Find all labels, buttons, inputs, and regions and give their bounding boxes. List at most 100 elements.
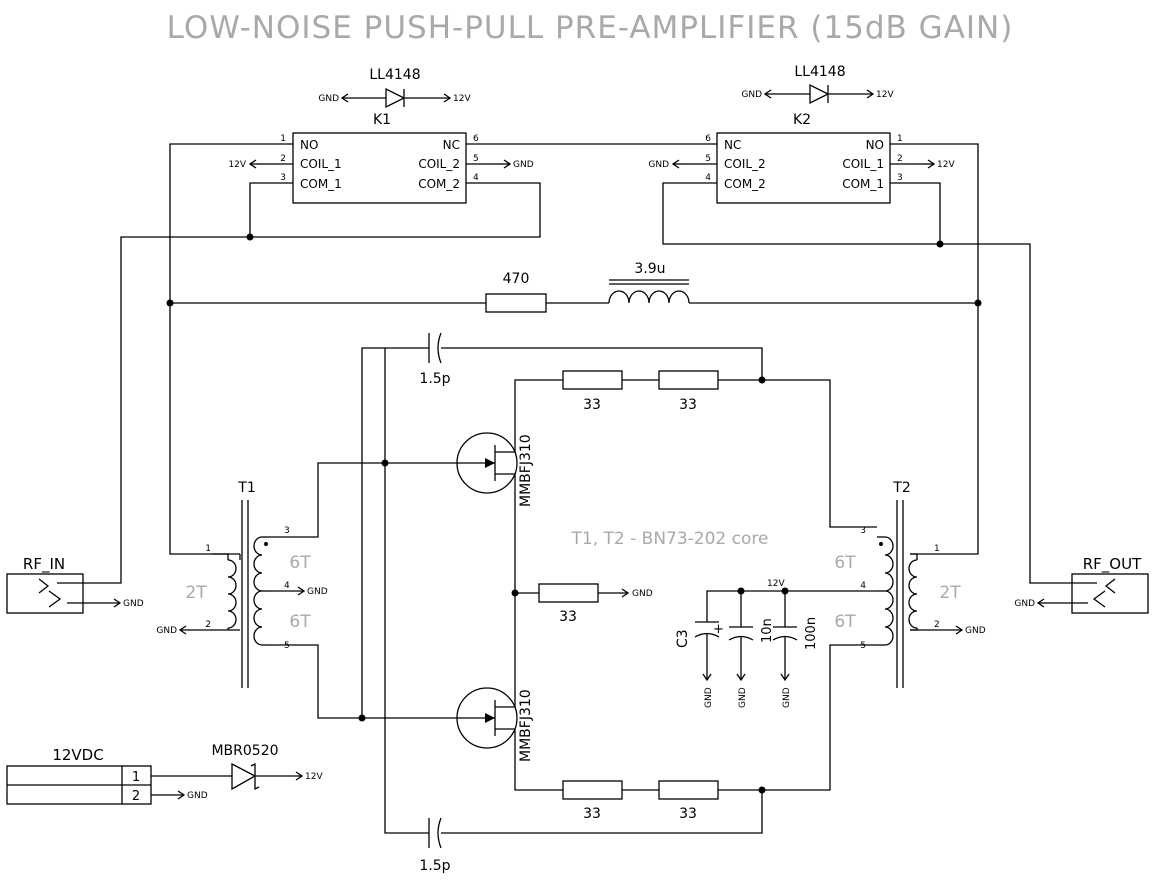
k1-pin-number: 1 <box>280 134 286 144</box>
c100n-value: 100n <box>804 617 819 650</box>
t2-pin-number: 2 <box>934 620 940 630</box>
k2-pin-number: 5 <box>705 154 711 164</box>
k2-pin-name: NO <box>866 138 884 152</box>
t2-sec-bottom-turns: 6T <box>834 612 856 632</box>
t2-pin-number: 4 <box>860 581 866 591</box>
t2-primary-turns: 2T <box>939 583 961 603</box>
c100n-gnd-label: GND <box>782 687 792 708</box>
t1-pin-number: 5 <box>284 641 290 651</box>
k1-pin-name: COIL_1 <box>300 157 342 171</box>
resistor-value: 33 <box>583 806 601 822</box>
k1-pin-name: COM_2 <box>418 177 460 191</box>
cap-top-value: 1.5p <box>419 371 450 387</box>
t1-primary-turns: 2T <box>185 583 207 603</box>
q1-part: MMBFJ310 <box>518 434 534 507</box>
relay-wiring <box>78 143 1077 584</box>
rf-out-connector: RF_OUT GND <box>1014 555 1149 614</box>
core-note: T1, T2 - BN73-202 core <box>571 529 769 549</box>
k1-pin-name: NO <box>300 138 318 152</box>
relay-k2: K2 LL4148 NC COIL_2 COM_2 NO COIL_1 COM_… <box>648 64 955 204</box>
rf-in-label: RF_IN <box>23 555 65 574</box>
capacitor-bottom: 1.5p <box>419 817 451 874</box>
resistor-top-a: 33 <box>562 370 623 413</box>
t2-ref: T2 <box>892 480 910 496</box>
resistor-top-b: 33 <box>658 370 719 413</box>
diode-mbr0520: MBR0520 12V <box>211 743 323 791</box>
rf-in-connector: RF_IN GND <box>6 555 144 614</box>
c3-gnd-label: GND <box>704 687 714 708</box>
t1-pin-number: 1 <box>205 544 211 554</box>
jfet-q2: MMBFJ310 <box>456 687 534 762</box>
power-connector-label: 12VDC <box>52 746 103 764</box>
rf-out-label: RF_OUT <box>1083 555 1142 574</box>
k2-diode-label: LL4148 <box>794 64 845 80</box>
resistor-value: 33 <box>583 397 601 413</box>
t2-pin-number: 1 <box>934 544 940 554</box>
capacitor-top: 1.5p <box>419 332 451 387</box>
k1-diode-12v-label: 12V <box>453 94 471 104</box>
k1-coil-12v-label: 12V <box>228 160 246 170</box>
k1-pin-name: COIL_2 <box>418 157 460 171</box>
k2-diode-gnd-label: GND <box>741 90 762 100</box>
power-pin-number: 1 <box>132 770 140 785</box>
k1-pin-name: NC <box>443 138 460 152</box>
diode-k2: GND 12V <box>741 83 894 105</box>
power-pin-number: 2 <box>132 789 140 804</box>
c10n-gnd-label: GND <box>738 687 748 708</box>
k2-pin-number: 1 <box>897 134 903 144</box>
k2-pin-name: NC <box>724 138 741 152</box>
t2-pin-number: 3 <box>860 526 866 536</box>
t2-primary-gnd-label: GND <box>965 626 986 636</box>
rf-out-gnd-label: GND <box>1014 599 1035 609</box>
t1-ref: T1 <box>237 480 255 496</box>
t1-sec-top-turns: 6T <box>289 553 311 573</box>
cap-bottom-value: 1.5p <box>419 858 450 874</box>
k1-diode-label: LL4148 <box>369 67 420 83</box>
k1-pin-number: 6 <box>473 134 479 144</box>
k1-pin-number: 2 <box>280 154 286 164</box>
k1-pin-number: 3 <box>280 173 286 183</box>
k1-pin-name: COM_1 <box>300 177 342 191</box>
diode-k1: GND 12V <box>318 87 471 109</box>
k2-pin-name: COIL_1 <box>842 157 884 171</box>
resistor-value: 33 <box>679 397 697 413</box>
relay-k1: K1 LL4148 NO COIL_1 COM_1 NC COIL_2 COM_… <box>228 67 534 204</box>
t1-sec-bottom-turns: 6T <box>289 612 311 632</box>
k2-diode-12v-label: 12V <box>876 90 894 100</box>
t1-center-gnd-label: GND <box>307 587 328 597</box>
c10n-value: 10n <box>760 618 775 643</box>
junctions <box>166 233 982 794</box>
inductor-value: 3.9u <box>634 261 665 277</box>
transformer-t1: T1 2T 6T 6T 1 2 3 4 5 GND GND <box>156 480 328 688</box>
k2-pin-number: 3 <box>897 173 903 183</box>
c3-ref: C3 <box>675 629 691 648</box>
amp-wiring <box>212 347 940 834</box>
rf-in-gnd-label: GND <box>123 599 144 609</box>
k1-coil-gnd-label: GND <box>513 160 534 170</box>
k2-pin-number: 6 <box>705 134 711 144</box>
k2-pin-number: 4 <box>705 173 711 183</box>
k1-pin-number: 4 <box>473 173 479 183</box>
q2-part: MMBFJ310 <box>518 689 534 762</box>
resistor-mid-gnd-label: GND <box>632 589 653 599</box>
resistor-value: 33 <box>679 806 697 822</box>
k1-ref: K1 <box>373 112 391 128</box>
k2-coil-12v-label: 12V <box>937 160 955 170</box>
mbr0520-12v-label: 12V <box>305 772 323 782</box>
k2-pin-number: 2 <box>897 154 903 164</box>
k2-pin-name: COM_2 <box>724 177 766 191</box>
t2-sec-top-turns: 6T <box>834 553 856 573</box>
t1-primary-gnd-label: GND <box>156 626 177 636</box>
decoupling-12v-label: 12V <box>767 579 785 589</box>
resistor-bottom-a: 33 <box>562 780 623 822</box>
resistor-mid: 33 GND <box>538 583 653 625</box>
k2-coil-gnd-label: GND <box>648 160 669 170</box>
t1-pin-number: 3 <box>284 526 290 536</box>
power-connector: 12VDC 1 2 GND <box>6 746 232 805</box>
power-gnd-label: GND <box>187 791 208 801</box>
mbr0520-label: MBR0520 <box>211 743 278 759</box>
k2-pin-name: COM_1 <box>842 177 884 191</box>
decoupling: 12V + C3 GND 10n GND 100n GND <box>675 579 819 708</box>
inductor-3-9u: 3.9u <box>608 261 690 304</box>
